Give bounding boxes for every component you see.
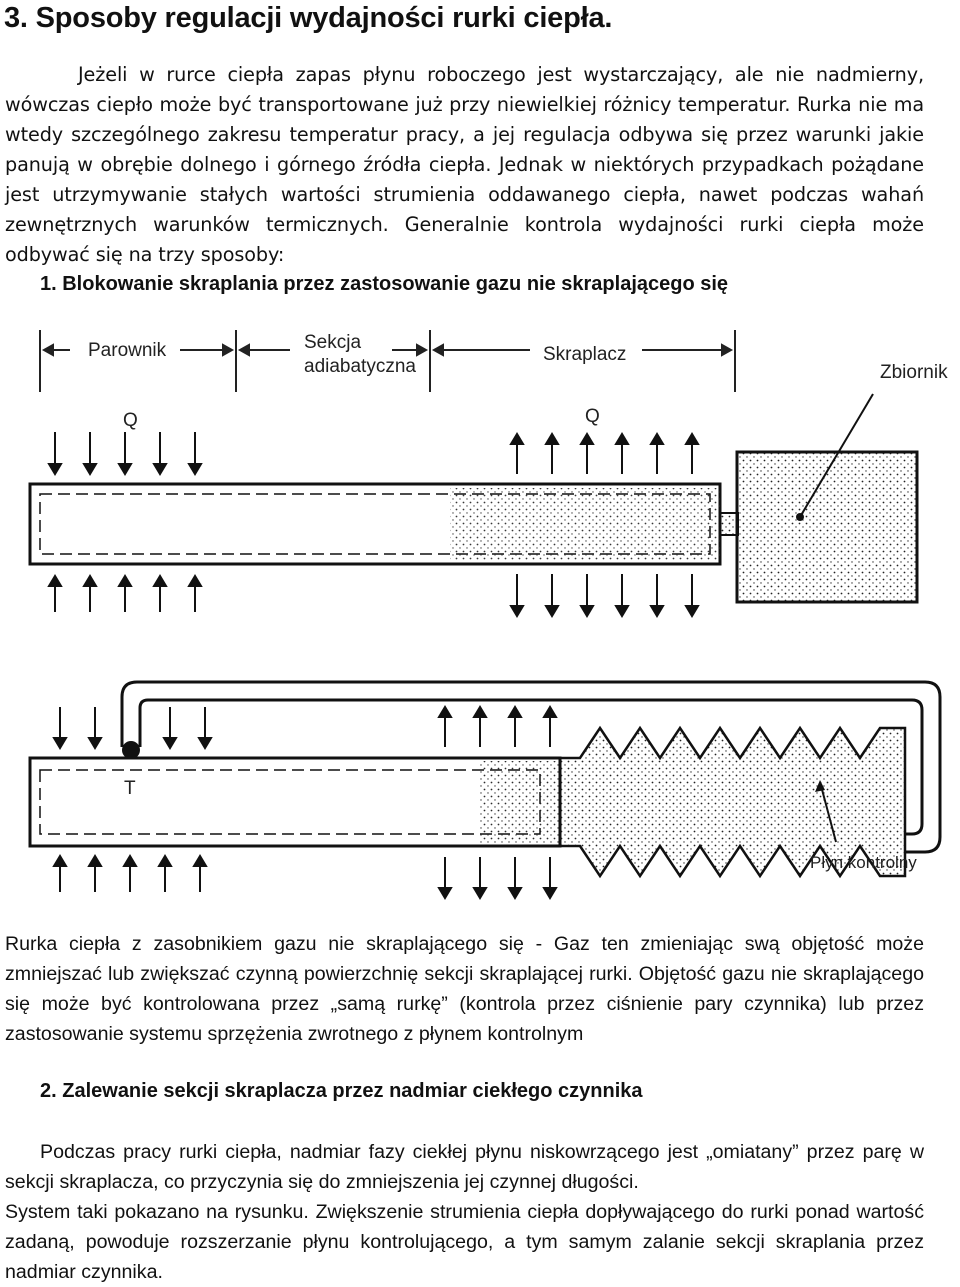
label-adiabatyczna: adiabatyczna — [304, 356, 416, 377]
section-2-heading: 2. Zalewanie sekcji skraplacza przez nad… — [40, 1080, 643, 1102]
label-sekcja: Sekcja — [304, 332, 361, 353]
heat-arrows-bottom — [47, 574, 700, 618]
paragraph-2: Podczas pracy rurki ciepła, nadmiar fazy… — [5, 1137, 924, 1287]
label-q-left: Q — [123, 410, 138, 431]
label-parownik: Parownik — [88, 340, 167, 361]
intro-paragraph: Jeżeli w rurce ciepła zapas płynu robocz… — [5, 60, 924, 270]
paragraph-2b: System taki pokazano na rysunku. Zwiększ… — [5, 1201, 924, 1283]
paragraph-1: Rurka ciepła z zasobnikiem gazu nie skra… — [5, 929, 924, 1049]
page-title: 3. Sposoby regulacji wydajności rurki ci… — [4, 2, 613, 34]
intro-text: Jeżeli w rurce ciepła zapas płynu robocz… — [5, 63, 924, 266]
label-q-right: Q — [585, 406, 600, 427]
heat-arrows-top — [47, 432, 700, 476]
heat-arrows-pipe2 — [52, 705, 558, 900]
label-t: T — [124, 778, 136, 799]
paragraph-2a: Podczas pracy rurki ciepła, nadmiar fazy… — [5, 1141, 924, 1193]
section-1-heading: 1. Blokowanie skraplania przez zastosowa… — [40, 273, 729, 295]
label-skraplacz: Skraplacz — [543, 344, 626, 365]
heat-pipe-diagram: Parownik Sekcja adiabatyczna Skraplacz Z… — [28, 330, 948, 900]
heat-pipe-2 — [28, 680, 942, 879]
label-plyn-kontrolny: Płyn kontrolny — [810, 853, 917, 872]
label-zbiornik: Zbiornik — [880, 362, 948, 383]
paragraph-1-text: Rurka ciepła z zasobnikiem gazu nie skra… — [5, 933, 924, 1045]
heat-pipe-1 — [28, 393, 919, 604]
section-brackets — [39, 330, 736, 392]
